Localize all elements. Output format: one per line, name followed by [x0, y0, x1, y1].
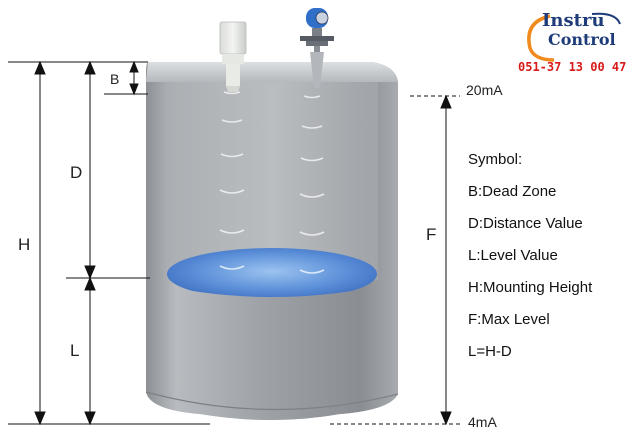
legend-title: Symbol:: [468, 151, 523, 168]
ultrasonic-sensor: [219, 21, 247, 92]
label-d: D: [70, 163, 82, 182]
tank-inner-wall: [168, 82, 378, 290]
instru-control-logo: Instru Control: [520, 8, 624, 68]
radar-waves-right: [299, 95, 325, 274]
label-f: F: [426, 225, 436, 244]
label-20ma: 20mA: [466, 82, 503, 98]
liquid-surface: [167, 248, 377, 300]
logo-line-1: Instru: [542, 10, 605, 31]
legend-item: B:Dead Zone: [468, 183, 557, 200]
left-echo-on-liquid: [219, 265, 245, 270]
label-b: B: [110, 71, 119, 87]
tank-bottom-curve: [145, 391, 399, 411]
legend-item: D:Distance Value: [468, 215, 583, 232]
tank: [145, 62, 399, 420]
logo-swoosh-icon: [527, 12, 621, 62]
label-h: H: [18, 235, 30, 254]
radar-waves-left: [219, 91, 245, 270]
label-l: L: [70, 341, 79, 360]
symbol-legend: Symbol: B:Dead Zone D:Distance Value L:L…: [468, 150, 592, 374]
legend-item: F:Max Level: [468, 311, 550, 328]
label-4ma: 4mA: [468, 414, 497, 430]
tank-front-wall: [146, 282, 398, 420]
phone-number: 051-37 13 00 47: [518, 60, 626, 74]
tank-top-rim: [146, 62, 398, 82]
radar-sensor: [300, 8, 334, 88]
logo-line-2: Control: [548, 30, 616, 49]
legend-item: L=H-D: [468, 343, 512, 360]
dimension-lines: [8, 60, 460, 426]
legend-item: H:Mounting Height: [468, 279, 593, 296]
right-echo-on-liquid: [299, 269, 325, 274]
legend-item: L:Level Value: [468, 247, 558, 264]
